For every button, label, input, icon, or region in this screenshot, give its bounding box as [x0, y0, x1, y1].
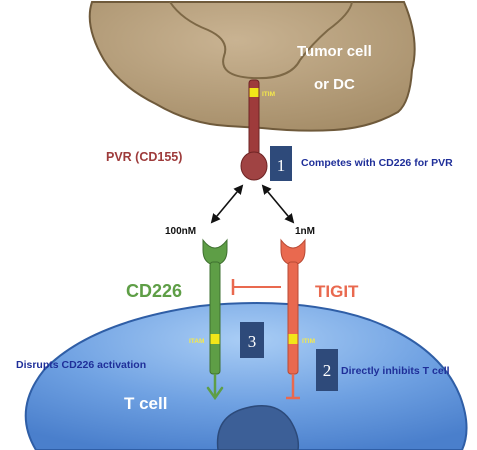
- t-cell-nucleus: [216, 405, 300, 450]
- tigit-receptor-head: [280, 238, 306, 266]
- cd226-affinity-label: 100nM: [165, 226, 196, 237]
- tumor-cell-label: Tumor cell: [297, 43, 372, 60]
- tigit-affinity-label: 1nM: [295, 226, 315, 237]
- cd226-itam-motif: [210, 334, 220, 344]
- t-cell: [24, 302, 468, 450]
- pvr-label: PVR (CD155): [106, 150, 182, 164]
- tigit-receptor-stalk: [287, 261, 299, 375]
- cd226-receptor-head: [202, 238, 228, 266]
- pvr-tigit-binding-arrow: [261, 184, 295, 224]
- tigit-itim-motif: [288, 334, 298, 344]
- mechanism-2-number: 2: [323, 361, 332, 380]
- mechanism-1-number: 1: [277, 156, 286, 175]
- cd226-label: CD226: [126, 281, 182, 301]
- pvr-receptor-head: [240, 151, 268, 181]
- mechanism-2-number-box: [316, 349, 338, 391]
- mechanism-2-text: Directly inhibits T cell: [341, 365, 450, 377]
- mechanism-3-text: Disrupts CD226 activation: [16, 359, 146, 371]
- pvr-itim-label: ITIM: [262, 91, 275, 98]
- cd226-activation-arrowhead: [206, 386, 224, 401]
- mechanism-1-text: Competes with CD226 for PVR: [301, 157, 453, 169]
- pvr-cd226-binding-arrow: [210, 184, 244, 224]
- cd226-receptor-stalk: [209, 261, 221, 375]
- mechanism-1-number-box: [270, 146, 292, 181]
- tumor-cell: [88, 0, 416, 132]
- pvr-itim-motif: [249, 88, 259, 97]
- tigit-label: TIGIT: [315, 282, 359, 301]
- tigit-itim-label: ITIM: [302, 338, 315, 345]
- t-cell-label: T cell: [124, 394, 167, 413]
- tumor-cell-label-line2: or DC: [314, 76, 355, 93]
- mechanism-3-number-box: [240, 322, 264, 358]
- cd226-itam-label: ITAM: [189, 338, 204, 345]
- tumor-cell-inner-outline: [169, 1, 353, 80]
- mechanism-3-number: 3: [248, 332, 257, 351]
